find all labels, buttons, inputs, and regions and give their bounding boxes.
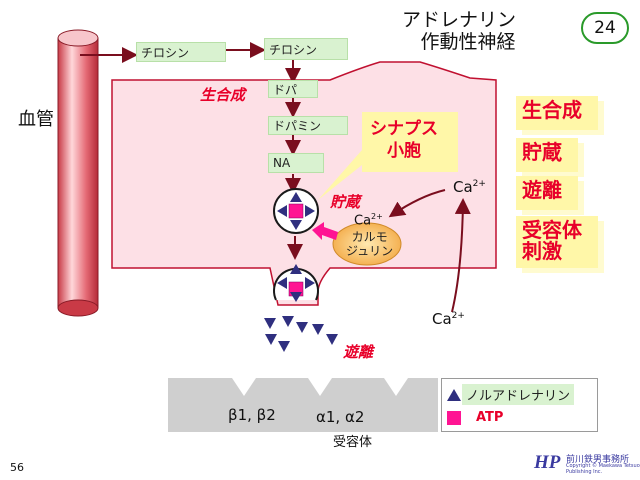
side-item-receptor-stimulation: 受容体 刺激 <box>516 216 598 268</box>
title-line-2: 作動性神経 <box>420 30 516 53</box>
synaptic-vesicle-line-2: 小胞 <box>387 141 421 162</box>
storage-label: 貯蔵 <box>330 193 361 211</box>
calcium-base: Ca <box>354 213 372 229</box>
calcium-charge: 2+ <box>472 179 486 189</box>
receptor-caption: 受容体 <box>333 435 373 450</box>
legend-row-atp: ATP <box>446 410 503 425</box>
synaptic-vesicle-line-1: シナプス <box>370 119 438 139</box>
tyrosine-outside-box: チロシン <box>136 42 226 62</box>
calmodulin-line-2: ジュリン <box>346 243 394 258</box>
calcium-label-bottom: Ca2+ <box>432 312 465 327</box>
legend-square-icon <box>447 410 461 425</box>
calcium-base: Ca <box>432 310 452 328</box>
publisher-name: 前川鉄男事務所 <box>566 455 630 465</box>
dopa-box: ドパ <box>268 80 318 98</box>
side-item-storage: 貯蔵 <box>516 138 578 172</box>
dopamine-box: ドパミン <box>268 116 348 135</box>
calmodulin-label: カルモ ジュリン <box>346 230 394 259</box>
side-item-release: 遊離 <box>516 176 578 210</box>
calmodulin-arrow <box>312 222 338 240</box>
publisher-mark: HP <box>534 452 561 473</box>
legend-atp-label: ATP <box>476 410 504 425</box>
legend-noradrenaline-label: ノルアドレナリン <box>462 384 575 405</box>
calcium-charge: 2+ <box>451 311 465 321</box>
blood-vessel <box>57 29 99 317</box>
biosynthesis-label: 生合成 <box>200 86 246 104</box>
releasing-vesicle <box>273 264 319 302</box>
beta-receptor-label: β1, β2 <box>228 406 276 424</box>
calcium-label-bound: Ca2+ <box>354 212 383 229</box>
calmodulin-line-1: カルモ <box>351 230 388 244</box>
calcium-charge: 2+ <box>371 212 383 221</box>
storage-vesicle <box>273 188 319 234</box>
title-line-1: アドレナリン <box>402 9 517 31</box>
vessel-label: 血管 <box>18 109 54 130</box>
legend: ノルアドレナリン ATP <box>441 378 598 432</box>
side-item-biosynthesis: 生合成 <box>516 96 598 130</box>
na-box: NA <box>268 153 324 173</box>
publisher-company: Publishing Inc. <box>566 469 603 475</box>
publisher-logo: HP 前川鉄男事務所 Copyright © Maekawa Tetsuo Pu… <box>534 451 640 477</box>
page-title: アドレナリン 作動性神経 <box>402 9 517 54</box>
alpha-receptor-label: α1, α2 <box>316 408 365 426</box>
slide-number-badge: 24 <box>581 12 629 44</box>
nerve-terminal <box>111 61 497 306</box>
released-noradrenaline <box>264 316 338 352</box>
tyrosine-inside-box: チロシン <box>264 38 348 60</box>
vesicle-callout <box>318 112 458 200</box>
calcium-binding-arrow <box>388 189 446 218</box>
calcium-base: Ca <box>453 178 473 196</box>
publisher-copyright: Copyright © Maekawa Tetsuo <box>566 463 640 469</box>
calcium-label-top: Ca2+ <box>453 180 486 195</box>
page-number: 56 <box>10 461 24 474</box>
legend-row-noradrenaline: ノルアドレナリン <box>446 384 575 405</box>
calmodulin-blob <box>332 222 402 266</box>
release-label: 遊離 <box>343 343 374 361</box>
legend-triangle-icon <box>447 388 461 401</box>
calcium-influx-arrow <box>451 198 471 313</box>
synaptic-vesicle-label: シナプス 小胞 <box>370 118 438 162</box>
receptor-membrane <box>168 378 438 432</box>
